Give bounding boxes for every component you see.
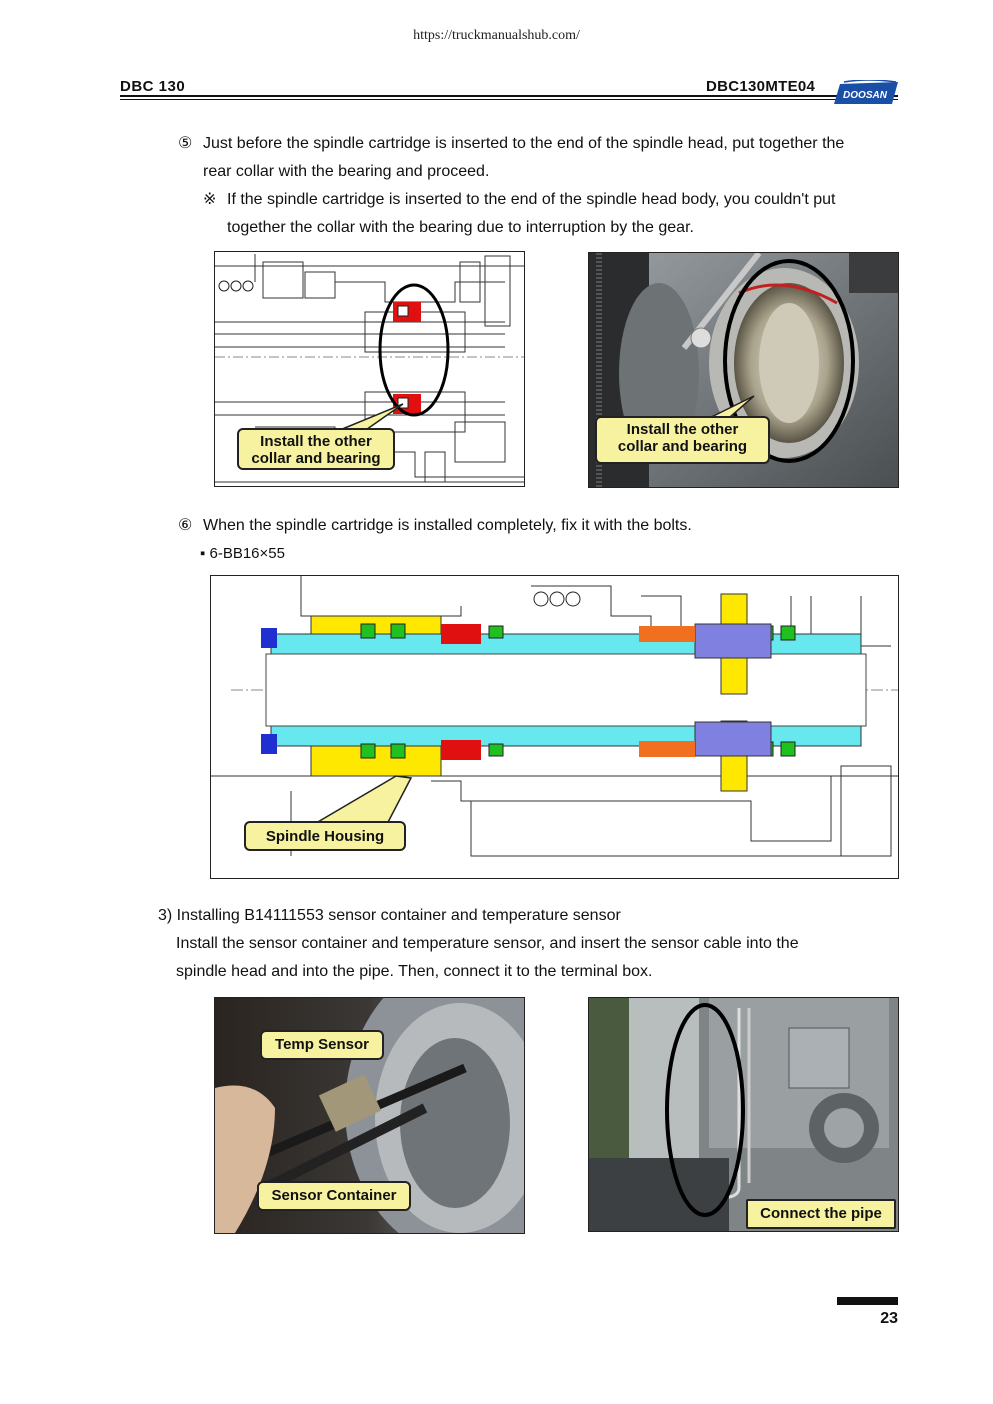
step5-line2: rear collar with the bearing and proceed… [203,163,490,180]
section3-line1: Install the sensor container and tempera… [176,935,799,952]
page-number-bar [837,1297,898,1305]
bolt-spec: ▪ 6-BB16×55 [200,545,285,562]
doc-code: DBC130MTE04 [706,78,816,95]
drawing-callout: Install the other collar and bearing [237,428,395,470]
sensor-photo: Temp Sensor Sensor Container [214,997,525,1234]
connect-pipe-callout: Connect the pipe [746,1199,896,1229]
doosan-logo: DOOSAN [834,80,898,104]
photo-callout-line1: Install the other [626,421,739,438]
step6-line1: When the spindle cartridge is installed … [203,517,692,534]
photo-callout: Install the other collar and bearing [595,416,770,464]
housing-callout: Spindle Housing [244,821,406,851]
spindle-cartridge-drawing: Spindle Housing [210,575,899,879]
header-rule [120,95,898,97]
spindle-rear-drawing: Install the other collar and bearing [214,251,525,487]
model-label: DBC 130 [120,78,186,95]
source-url: https://truckmanualshub.com/ [413,28,580,43]
brand-text: DOOSAN [843,90,888,101]
section3-line2: spindle head and into the pipe. Then, co… [176,963,653,980]
sensor-container-callout: Sensor Container [257,1181,411,1211]
step5-marker: ⑤ [178,135,193,152]
note-line1: If the spindle cartridge is inserted to … [227,191,836,208]
drawing-callout-line1: Install the other [260,433,372,450]
drawing-callout-line2: collar and bearing [251,450,381,467]
photo-callout-line2: collar and bearing [617,438,748,455]
sensor-photo-svg [215,998,524,1233]
note-line2: together the collar with the bearing due… [227,219,694,236]
rear-drawing-svg [215,254,524,483]
pipe-photo: Connect the pipe [588,997,899,1232]
section3-title: 3) Installing B14111553 sensor container… [158,907,621,924]
temp-sensor-callout: Temp Sensor [260,1030,384,1060]
step6-marker: ⑥ [178,517,193,534]
spindle-rear-photo: Install the other collar and bearing [588,252,899,488]
cartridge-drawing-svg [211,576,898,857]
step5-line1: Just before the spindle cartridge is ins… [203,135,845,152]
page-number: 23 [880,1310,898,1327]
pipe-photo-svg [589,998,898,1231]
note-marker: ※ [203,191,217,208]
header-rule-thin [120,99,898,100]
